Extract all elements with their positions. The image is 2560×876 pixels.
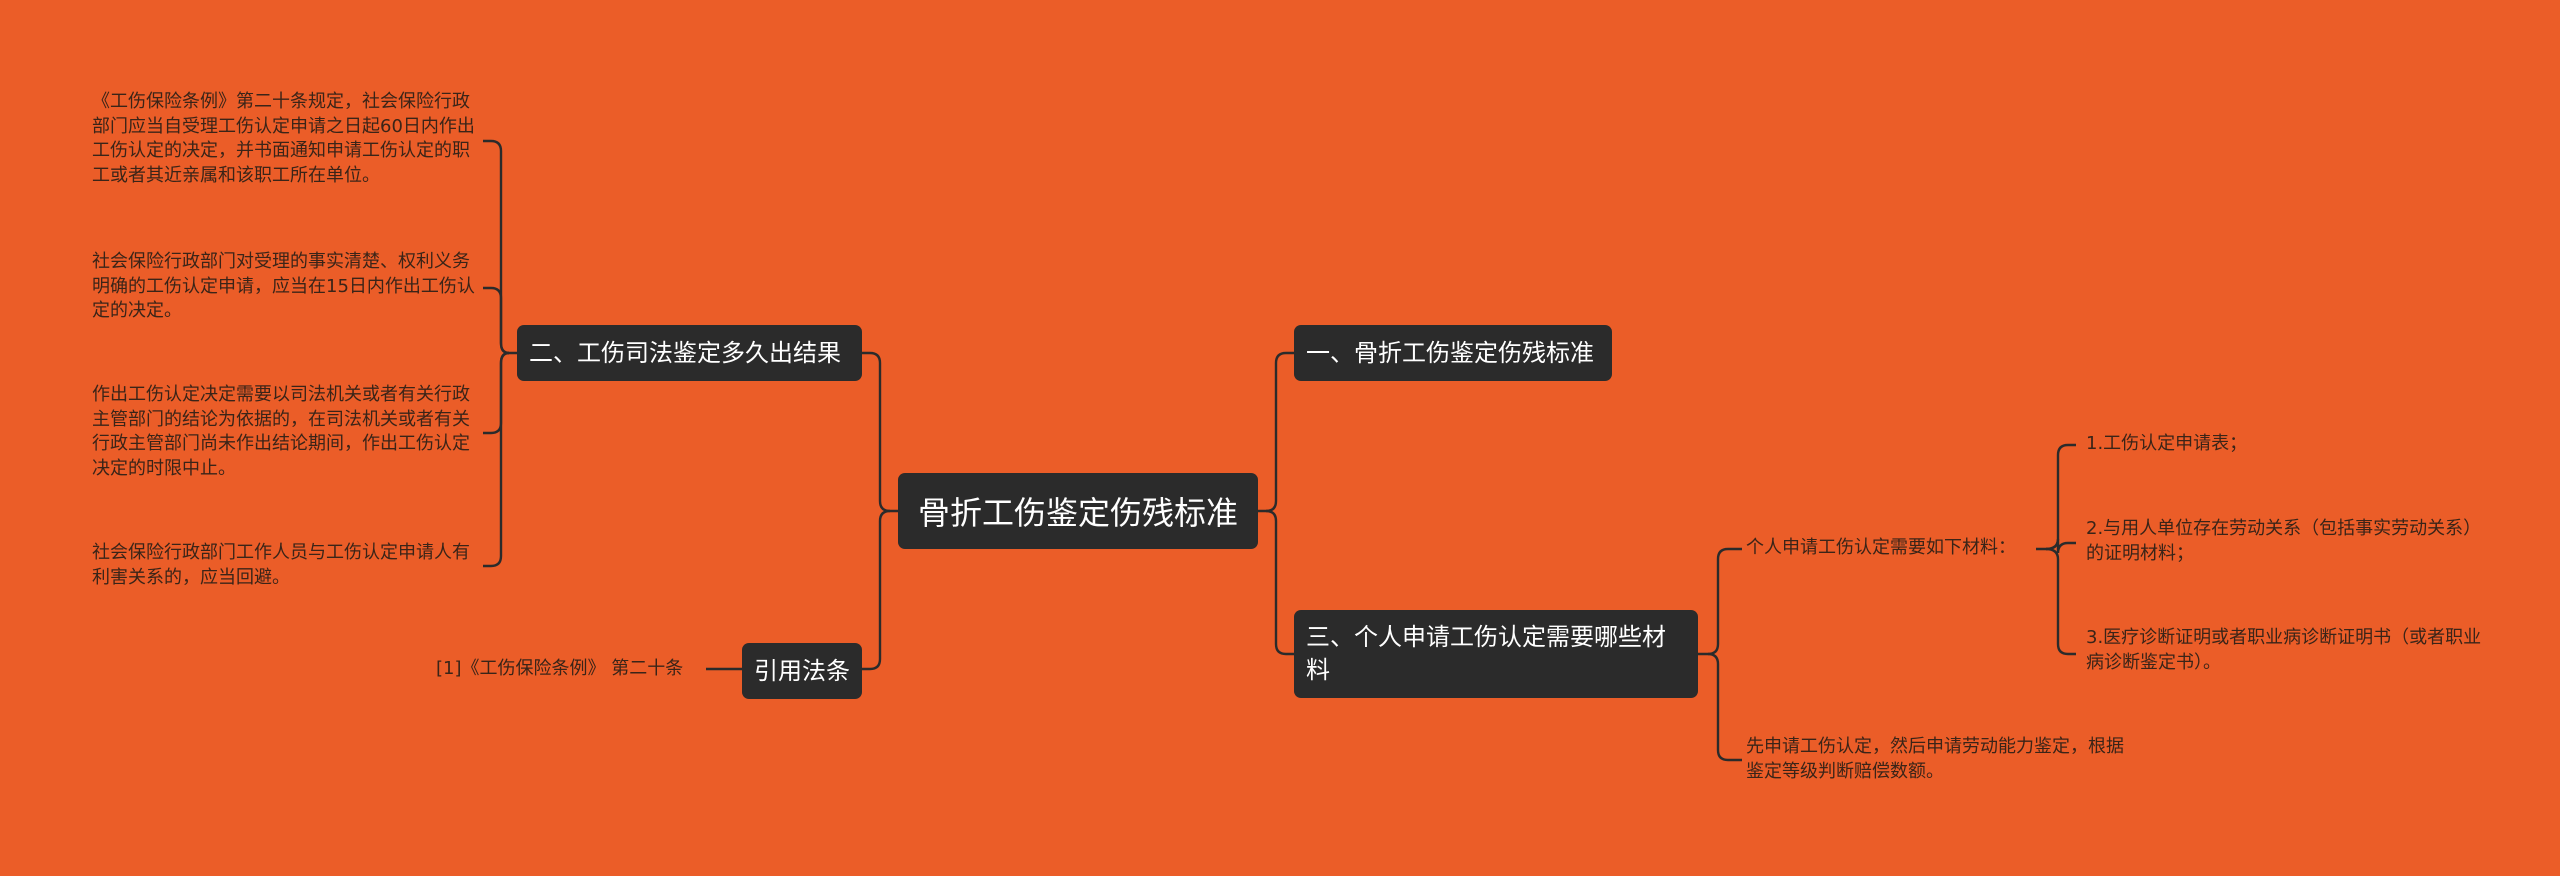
connector-branch3-children <box>1698 547 1742 656</box>
connector-root-branch2 <box>862 351 898 513</box>
branch-appraisal-duration-label: 二、工伤司法鉴定多久出结果 <box>529 338 841 367</box>
branch-cited-law[interactable]: 引用法条 <box>742 643 862 699</box>
connector-root-branch1 <box>1258 351 1294 513</box>
detail-time-limit-suspension: 作出工伤认定决定需要以司法机关或者有关行政主管部门的结论为依据的，在司法机关或者… <box>92 384 470 479</box>
branch-application-materials[interactable]: 三、个人申请工伤认定需要哪些材料 <box>1294 610 1698 698</box>
central-topic[interactable]: 骨折工伤鉴定伤残标准 <box>898 473 1258 549</box>
material-item-labor-relation-proof: 2.与用人单位存在劳动关系（包括事实劳动关系）的证明材料； <box>2086 518 2482 564</box>
material-item-medical-diagnosis: 3.医疗诊断证明或者职业病诊断证明书（或者职业病诊断鉴定书）。 <box>2086 627 2482 673</box>
branch-cited-law-label: 引用法条 <box>754 656 850 685</box>
detail-60-day-rule: 《工伤保险条例》第二十条规定，社会保险行政部门应当自受理工伤认定申请之日起60日… <box>92 91 475 186</box>
material-item-application-form: 1.工伤认定申请表； <box>2086 433 2248 454</box>
citation-regulation-article-20[interactable]: [1]《工伤保险条例》 第二十条 <box>436 658 684 679</box>
materials-intro: 个人申请工伤认定需要如下材料： <box>1746 537 2016 558</box>
connector-root-branch3 <box>1265 509 1294 656</box>
procedure-note: 先申请工伤认定，然后申请劳动能力鉴定，根据鉴定等级判断赔偿数额。 <box>1746 736 2124 782</box>
connector-materials-items <box>2036 443 2076 551</box>
detail-recusal-rule: 社会保险行政部门工作人员与工伤认定申请人有利害关系的，应当回避。 <box>92 542 470 588</box>
connector-root-branch4 <box>862 509 891 671</box>
central-topic-label: 骨折工伤鉴定伤残标准 <box>917 494 1238 532</box>
branch-disability-standard-label: 一、骨折工伤鉴定伤残标准 <box>1306 338 1594 367</box>
branch-application-materials-label: 三、个人申请工伤认定需要哪些材料 <box>1306 623 1666 684</box>
branch-appraisal-duration[interactable]: 二、工伤司法鉴定多久出结果 <box>517 325 862 381</box>
detail-15-day-rule: 社会保险行政部门对受理的事实清楚、权利义务明确的工伤认定申请，应当在15日内作出… <box>92 251 475 321</box>
branch-disability-standard[interactable]: 一、骨折工伤鉴定伤残标准 <box>1294 325 1612 381</box>
